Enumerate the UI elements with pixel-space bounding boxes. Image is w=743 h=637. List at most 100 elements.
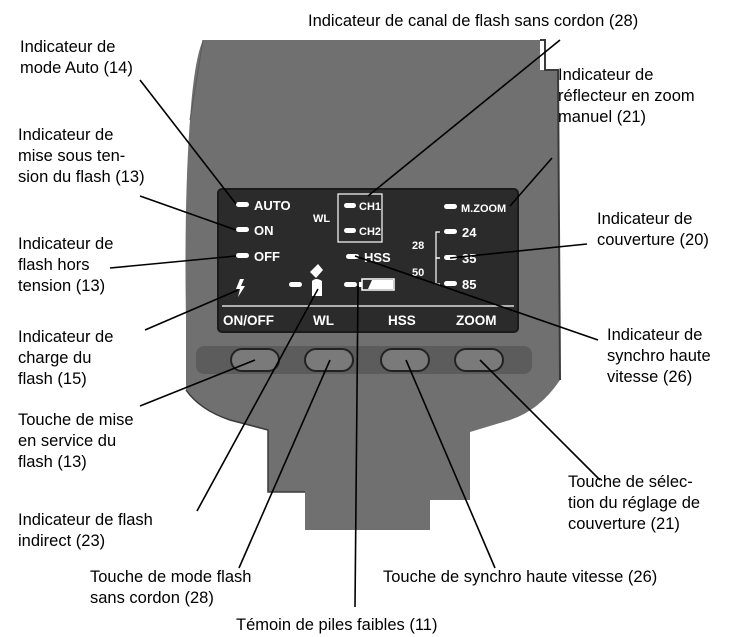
leader-auto-mode: [139, 79, 237, 205]
callout-line: Indicateur de: [607, 326, 702, 344]
callout-line: réflecteur en zoom: [558, 87, 695, 105]
callout-line: Touche de synchro haute vitesse (26): [383, 568, 657, 586]
button-strip: [196, 346, 532, 374]
callout-power-off: Indicateur de flash hors tension (13): [18, 235, 113, 295]
callout-line: Indicateur de: [18, 235, 113, 253]
callout-line: sion du flash (13): [18, 168, 145, 186]
label-bracket-28: 28: [412, 240, 424, 252]
battery-icon: [359, 278, 395, 291]
led-hss: [346, 254, 359, 259]
callout-line: flash (13): [18, 453, 87, 471]
leader-power-button: [139, 359, 256, 407]
panel-indicators: AUTO ON OFF WL CH1 CH2 HSS M.ZOOM: [222, 193, 514, 328]
led-85: [444, 281, 457, 286]
callout-auto-mode: Indicateur de mode Auto (14): [20, 38, 133, 77]
led-ch2: [344, 228, 356, 233]
leader-power-on: [139, 195, 237, 231]
wl-channel-frame: [337, 193, 383, 243]
bounce-flash-icon: [310, 264, 323, 296]
led-low-battery: [344, 282, 357, 287]
callout-line: Indicateur de: [597, 210, 692, 228]
label-ch1: CH1: [359, 201, 381, 213]
callout-wireless-button: Touche de mode flash sans cordon (28): [90, 568, 251, 607]
led-bounce: [289, 282, 302, 287]
led-ch1: [344, 203, 356, 208]
label-btn-onoff: ON/OFF: [223, 313, 274, 328]
led-on: [236, 227, 249, 232]
label-ch2: CH2: [359, 226, 381, 238]
label-btn-wl: WL: [313, 313, 334, 328]
callout-bounce: Indicateur de flash indirect (23): [18, 511, 153, 550]
callout-line: indirect (23): [18, 532, 105, 550]
callout-line: sans cordon (28): [90, 589, 214, 607]
callout-line: Indicateur de: [558, 66, 653, 84]
callout-line: Indicateur de: [20, 38, 115, 56]
callout-low-battery: Témoin de piles faibles (11): [236, 616, 437, 634]
leader-lines: [109, 39, 601, 608]
callout-line: flash (15): [18, 370, 87, 388]
callout-line: Indicateur de flash: [18, 511, 153, 529]
leader-charge: [144, 289, 239, 331]
callout-line: tion du réglage de: [568, 494, 700, 512]
led-mzoom: [444, 204, 457, 209]
callout-line: couverture (21): [568, 515, 680, 533]
label-on: ON: [254, 223, 274, 238]
callout-line: tension (13): [18, 277, 105, 295]
callout-line: Témoin de piles faibles (11): [236, 616, 437, 634]
label-btn-hss: HSS: [388, 313, 416, 328]
callout-line: flash hors: [18, 256, 90, 274]
led-off: [236, 253, 249, 258]
led-auto: [236, 202, 249, 207]
label-auto: AUTO: [254, 198, 291, 213]
callout-line: Touche de mode flash: [90, 568, 251, 586]
callout-line: charge du: [18, 349, 91, 367]
callout-line: synchro haute: [607, 347, 711, 365]
leader-bounce: [196, 288, 319, 512]
callouts: Indicateur de canal de flash sans cordon…: [18, 12, 711, 634]
callout-line: Indicateur de: [18, 328, 113, 346]
callout-line: mode Auto (14): [20, 59, 133, 77]
callout-coverage-button: Touche de sélec-tion du réglage de couver…: [568, 473, 700, 533]
callout-line: couverture (20): [597, 231, 709, 249]
callout-line: vitesse (26): [607, 368, 692, 386]
leader-coverage-indicator: [449, 243, 588, 259]
leader-hss-button: [405, 359, 496, 569]
wl-button[interactable]: [304, 348, 354, 372]
callout-power-button: Touche de mise en service du flash (13): [18, 411, 134, 471]
label-24: 24: [462, 225, 477, 240]
callout-power-on: Indicateur de mise sous ten-sion du flash…: [18, 126, 145, 186]
leader-wireless-channel: [367, 39, 561, 197]
leader-low-battery: [354, 285, 359, 608]
label-off: OFF: [254, 249, 280, 264]
zoom-button[interactable]: [454, 348, 504, 372]
callout-coverage-indicator: Indicateur de couverture (20): [597, 210, 709, 249]
label-85: 85: [462, 277, 476, 292]
callout-line: mise sous ten-: [18, 147, 125, 165]
callout-line: en service du: [18, 432, 116, 450]
callout-line: Indicateur de: [18, 126, 113, 144]
flash-charge-icon: [236, 279, 245, 297]
label-btn-zoom: ZOOM: [456, 313, 497, 328]
hss-button[interactable]: [380, 348, 430, 372]
callout-line: manuel (21): [558, 108, 646, 126]
label-mzoom: M.ZOOM: [461, 203, 506, 215]
leader-wireless-button: [238, 359, 331, 569]
callout-line: Touche de mise: [18, 411, 134, 429]
leader-manual-zoom: [509, 157, 553, 207]
callout-hss-indicator: Indicateur de synchro haute vitesse (26): [607, 326, 711, 386]
physical-buttons: [230, 348, 504, 372]
callout-hss-button: Touche de synchro haute vitesse (26): [383, 568, 657, 586]
callout-wireless-channel: Indicateur de canal de flash sans cordon…: [308, 12, 638, 30]
callout-manual-zoom: Indicateur de réflecteur en zoom manuel (2…: [558, 66, 695, 126]
label-35: 35: [462, 251, 476, 266]
led-24: [444, 229, 457, 234]
leader-coverage-button: [479, 359, 601, 481]
leader-power-off: [109, 255, 237, 269]
label-wl-group: WL: [313, 213, 330, 225]
callout-charge: Indicateur de charge du flash (15): [18, 328, 113, 388]
callout-line: Indicateur de canal de flash sans cordon…: [308, 12, 638, 30]
label-hss: HSS: [364, 250, 391, 265]
callout-line: Touche de sélec-: [568, 473, 693, 491]
leader-hss-indicator: [354, 255, 599, 341]
